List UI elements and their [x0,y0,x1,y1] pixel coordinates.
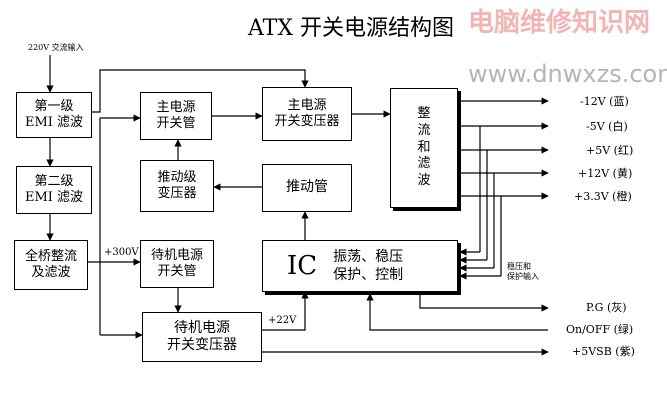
feedback-label-line: 稳压和 [507,262,531,271]
main-transformer-block: 主电源 开关变压器 [262,87,352,141]
block-line: 推动管 [286,179,328,196]
block-line: 待机电源 [174,319,230,336]
block-char: 滤 [417,156,431,172]
block-line: 开关变压器 [274,114,340,129]
ic-controller-block: IC 振荡、稳压 保护、控制 [262,240,458,292]
block-char: 整 [417,105,431,121]
rectifier-filter-block: 整 流 和 滤 波 [390,88,458,208]
block-line: EMI 滤波 [24,115,84,130]
block-line: 开关管 [156,116,196,131]
output-label: P.G (灰) [586,301,627,314]
ac-input-label: 220V 交流输入 [28,43,84,52]
block-line: 主电源 [287,97,327,113]
block-line: 全桥整流 [24,248,77,264]
emi-filter-2-block: 第二级 EMI 滤波 [16,166,92,214]
block-line: 待机电源 [150,247,203,263]
block-char: 波 [417,173,431,189]
ic-function-line: 振荡、稳压 [333,248,404,265]
block-line: 开关管 [157,264,197,279]
output-label: +5VSB (紫) [572,345,635,358]
ic-function-line: 保护、控制 [333,267,404,283]
driver-transformer-block: 推动级 变压器 [140,160,214,212]
output-label: -12V (蓝) [580,95,629,108]
ic-function-group: 振荡、稳压 保护、控制 [333,248,403,284]
watermark-url: www.dnwxzs.com [468,60,667,88]
ic-label: IC [287,250,318,281]
output-label: +12V (黄) [578,167,633,180]
main-switch-block: 主电源 开关管 [140,92,212,140]
block-char: 流 [417,122,431,138]
connector-lines [46,55,549,356]
block-line: 主电源 [156,99,196,115]
block-line: EMI 滤波 [24,190,84,205]
standby-switch-block: 待机电源 开关管 [140,240,214,288]
bridge-rectifier-block: 全桥整流 及滤波 [14,240,88,290]
voltage-22v-label: +22V [268,315,297,326]
standby-transformer-block: 待机电源 开关变压器 [142,312,262,362]
block-line: 开关变压器 [167,337,237,353]
watermark-site-name: 电脑维修知识网 [468,8,651,38]
block-line: 变压器 [157,186,197,201]
output-label: +5V (红) [586,144,634,157]
feedback-label: 稳压和 保护输入 [507,262,539,281]
block-line: 第一级 [34,98,74,114]
output-label: On/OFF (绿) [566,323,634,336]
block-line: 第二级 [34,173,74,189]
driver-tube-block: 推动管 [262,164,352,212]
voltage-300v-label: +300V [104,247,139,258]
block-line: 推动级 [157,169,197,185]
block-line: 及滤波 [31,265,71,280]
feedback-label-line: 保护输入 [507,271,539,281]
diagram-title: ATX 开关电源结构图 [248,16,455,41]
emi-filter-1-block: 第一级 EMI 滤波 [16,92,92,138]
block-char: 和 [417,139,431,155]
output-label: +3.3V (橙) [574,190,632,203]
output-label: -5V (白) [586,120,628,133]
